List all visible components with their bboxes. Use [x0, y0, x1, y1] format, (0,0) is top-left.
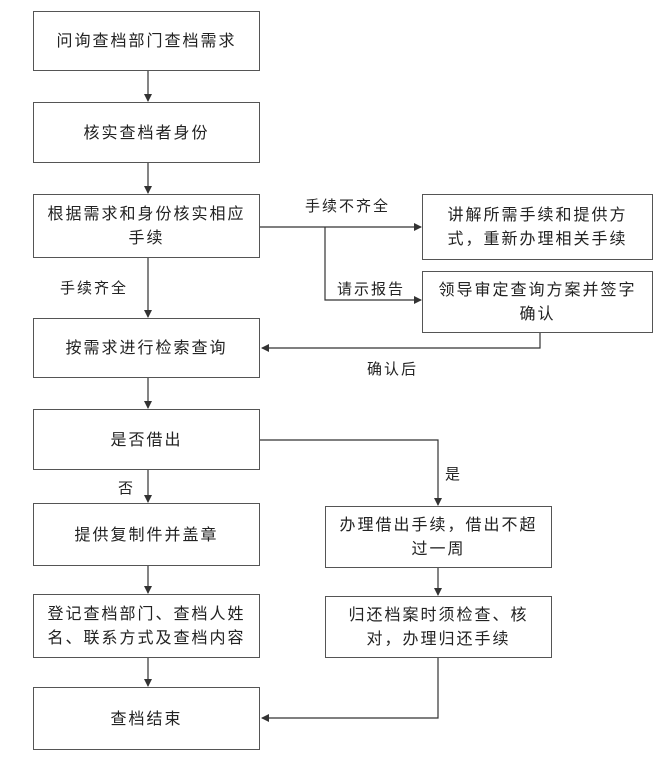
step-label: 办理借出手续，借出不超过一周 [339, 515, 538, 558]
step-label: 按需求进行检索查询 [65, 338, 228, 357]
arrow-s5-s6 [261, 333, 541, 352]
step-register-info: 登记查档部门、查档人姓名、联系方式及查档内容 [33, 594, 260, 658]
step-label: 核实查档者身份 [83, 122, 210, 142]
label-no: 否 [118, 479, 136, 497]
step-label: 查档结束 [110, 708, 183, 728]
step-lend-decision: 是否借出 [33, 409, 260, 470]
label-incomplete: 手续不齐全 [305, 197, 391, 215]
label-yes: 是 [445, 465, 463, 483]
step-label: 问询查档部门查档需求 [56, 31, 237, 50]
step-leader-approval: 领导审定查询方案并签字确认 [422, 271, 653, 333]
step-check-procedures: 根据需求和身份核实相应手续 [33, 194, 260, 258]
step-provide-copy: 提供复制件并盖章 [33, 503, 260, 566]
step-label: 提供复制件并盖章 [74, 524, 219, 544]
step-label: 是否借出 [110, 429, 183, 449]
step-label: 登记查档部门、查档人姓名、联系方式及查档内容 [47, 604, 246, 647]
step-verify-identity: 核实查档者身份 [33, 102, 260, 163]
step-label: 讲解所需手续和提供方式，重新办理相关手续 [447, 205, 628, 248]
arrow-s3-s5 [324, 227, 422, 304]
arrow-s7-s10 [260, 439, 442, 506]
step-label: 归还档案时须检查、核对，办理归还手续 [348, 605, 529, 648]
step-explain-procedures: 讲解所需手续和提供方式，重新办理相关手续 [422, 194, 653, 260]
step-label: 领导审定查询方案并签字确认 [438, 280, 637, 323]
label-report: 请示报告 [337, 280, 406, 298]
label-after-confirm: 确认后 [367, 360, 419, 378]
step-end: 查档结束 [33, 687, 260, 750]
step-label: 根据需求和身份核实相应手续 [47, 204, 246, 247]
step-return-check: 归还档案时须检查、核对，办理归还手续 [325, 596, 552, 658]
step-lend-procedure: 办理借出手续，借出不超过一周 [325, 506, 552, 568]
label-complete: 手续齐全 [60, 279, 129, 297]
step-inquire-needs: 问询查档部门查档需求 [33, 11, 260, 71]
step-search-query: 按需求进行检索查询 [33, 318, 260, 378]
arrow-s11-s12 [261, 658, 439, 722]
